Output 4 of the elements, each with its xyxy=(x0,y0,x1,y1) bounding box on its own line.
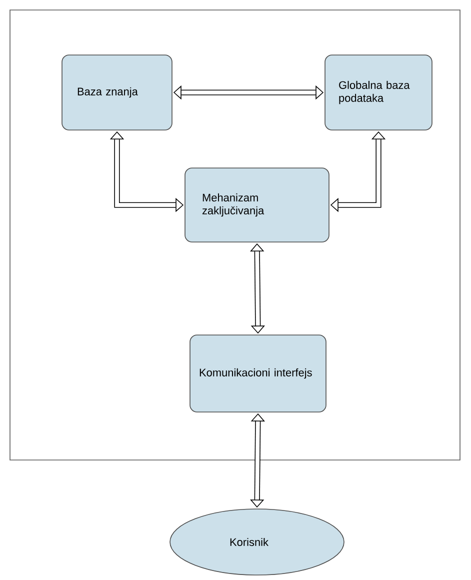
process-box: Komunikacioni interfejs xyxy=(190,334,326,412)
process-box: Baza znanja xyxy=(62,54,172,130)
process-box: Mehanizam zaključivanja xyxy=(184,168,330,242)
process-box: Globalna baza podataka xyxy=(324,54,432,130)
